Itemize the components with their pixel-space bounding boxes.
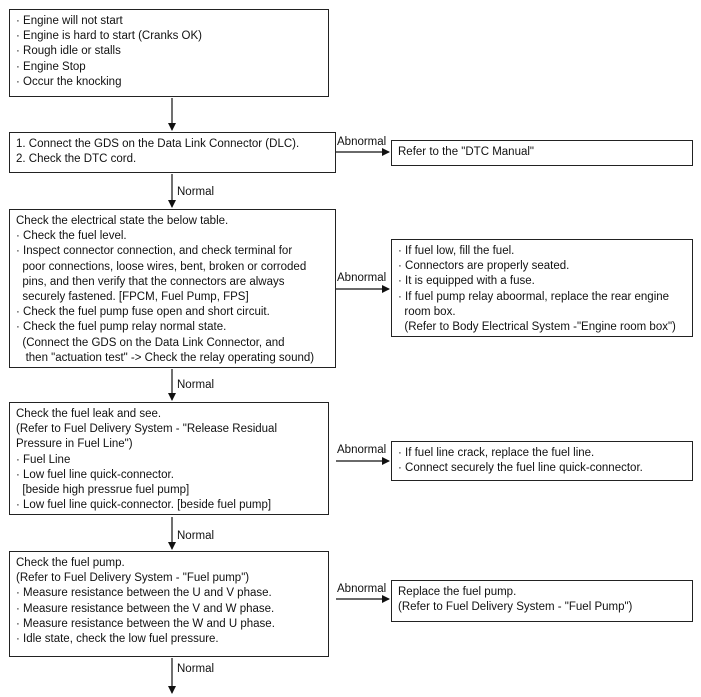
step2-intro: Check the electrical state the below tab… bbox=[16, 215, 229, 227]
step2-item-cont: securely fastened. [FPCM, Fuel Pump, FPS… bbox=[22, 291, 249, 304]
step4-box: Check the fuel pump. (Refer to Fuel Deli… bbox=[9, 551, 329, 657]
step4-item: · Measure resistance between the U and V… bbox=[16, 587, 272, 600]
step4-intro: (Refer to Fuel Delivery System - "Fuel p… bbox=[16, 572, 250, 585]
symptoms-box: · Engine will not start · Engine is hard… bbox=[9, 9, 329, 97]
step2-abnormal-item-cont: (Refer to Body Electrical System -"Engin… bbox=[404, 321, 676, 334]
step2-abnormal-label: Abnormal bbox=[337, 272, 387, 284]
step3-item: · Low fuel line quick-connector. [beside… bbox=[16, 499, 272, 512]
step1-abnormal-label: Abnormal bbox=[337, 136, 387, 148]
step2-item: · Check the fuel level. bbox=[16, 230, 127, 243]
step3-intro: Pressure in Fuel Line") bbox=[16, 438, 133, 451]
step1-normal-label: Normal bbox=[177, 186, 215, 198]
step3-abnormal-item: · If fuel line crack, replace the fuel l… bbox=[398, 447, 595, 459]
step2-abnormal-item: · Connectors are properly seated. bbox=[398, 260, 570, 273]
step2-abnormal-item-cont: room box. bbox=[404, 305, 456, 318]
step2-abnormal-item: · If fuel low, fill the fuel. bbox=[398, 245, 515, 257]
step4-item: · Idle state, check the low fuel pressur… bbox=[16, 633, 219, 646]
step2-item-cont: (Connect the GDS on the Data Link Connec… bbox=[19, 336, 285, 349]
step1-line: 2. Check the DTC cord. bbox=[16, 153, 137, 166]
step2-normal-label: Normal bbox=[177, 379, 215, 391]
symptom-item: · Engine Stop bbox=[16, 60, 86, 73]
step2-item: · Check the fuel pump relay normal state… bbox=[16, 321, 227, 334]
step2-box: Check the electrical state the below tab… bbox=[9, 209, 336, 368]
step2-item-cont: pins, and then verify that the connector… bbox=[22, 275, 285, 288]
step4-intro: Check the fuel pump. bbox=[16, 557, 125, 569]
step4-item: · Measure resistance between the W and U… bbox=[16, 617, 275, 630]
step4-abnormal-action: Replace the fuel pump. bbox=[398, 586, 517, 598]
step3-item: · Fuel Line bbox=[16, 453, 71, 466]
symptom-item: · Rough idle or stalls bbox=[16, 45, 121, 58]
step3-abnormal-label: Abnormal bbox=[337, 444, 387, 456]
step3-intro: Check the fuel leak and see. bbox=[16, 408, 162, 420]
step1-box: 1. Connect the GDS on the Data Link Conn… bbox=[9, 132, 336, 173]
step3-item: · Low fuel line quick-connector. bbox=[16, 468, 174, 481]
step2-item: · Check the fuel pump fuse open and shor… bbox=[16, 306, 270, 319]
step3-item-cont: [beside high pressrue fuel pump] bbox=[22, 484, 190, 497]
step3-abnormal-item: · Connect securely the fuel line quick-c… bbox=[398, 462, 643, 475]
step1-abnormal-action: Refer to the "DTC Manual" bbox=[398, 146, 534, 158]
step1-line: 1. Connect the GDS on the Data Link Conn… bbox=[16, 138, 300, 150]
step4-item: · Measure resistance between the V and W… bbox=[16, 602, 275, 615]
symptom-item: · Occur the knocking bbox=[16, 75, 122, 88]
step2-item: · Inspect connector connection, and chec… bbox=[16, 245, 293, 258]
step3-box: Check the fuel leak and see. (Refer to F… bbox=[9, 402, 329, 515]
step3-intro: (Refer to Fuel Delivery System - "Releas… bbox=[16, 423, 278, 436]
step4-abnormal-box: Replace the fuel pump. (Refer to Fuel De… bbox=[391, 580, 693, 622]
step4-normal-label: Normal bbox=[177, 663, 215, 675]
step4-abnormal-label: Abnormal bbox=[337, 583, 387, 595]
step2-abnormal-item: · If fuel pump relay aboormal, replace t… bbox=[398, 290, 670, 303]
step3-abnormal-box: · If fuel line crack, replace the fuel l… bbox=[391, 441, 693, 481]
step2-abnormal-item: · It is equipped with a fuse. bbox=[398, 275, 535, 288]
step2-abnormal-box: · If fuel low, fill the fuel. · Connecto… bbox=[391, 239, 693, 337]
symptom-item: · Engine will not start bbox=[16, 15, 123, 27]
step4-abnormal-action: (Refer to Fuel Delivery System - "Fuel P… bbox=[398, 601, 633, 614]
step2-item-cont: poor connections, loose wires, bent, bro… bbox=[22, 260, 307, 273]
symptom-item: · Engine is hard to start (Cranks OK) bbox=[16, 30, 202, 43]
step1-abnormal-box: Refer to the "DTC Manual" bbox=[391, 140, 693, 166]
step2-item-cont: then "actuation test" -> Check the relay… bbox=[19, 351, 315, 364]
step3-normal-label: Normal bbox=[177, 530, 215, 542]
